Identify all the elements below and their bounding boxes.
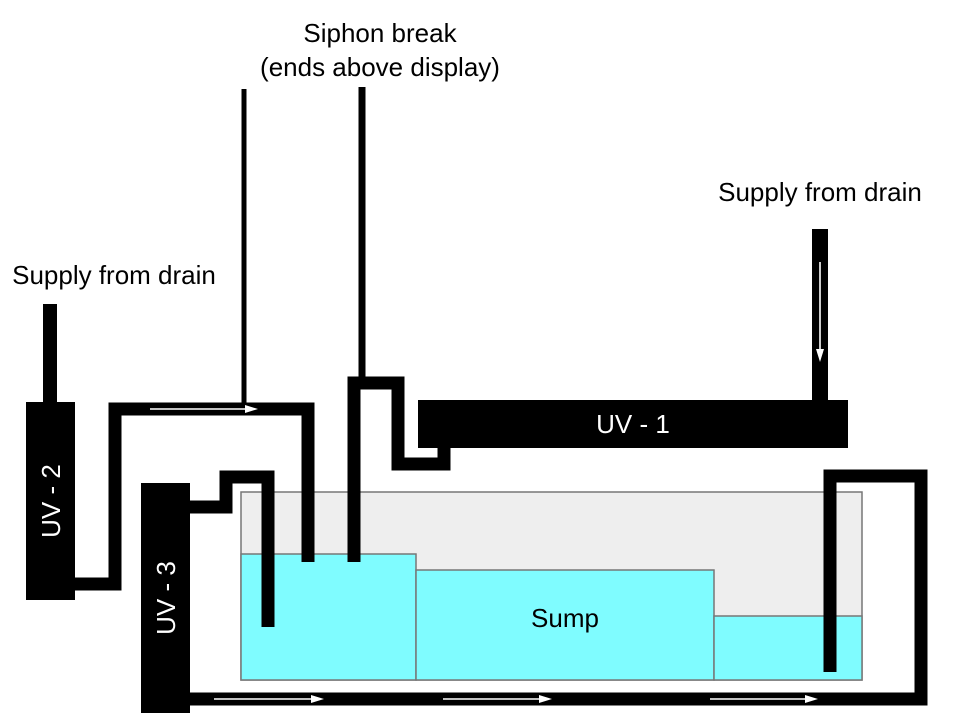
uv-2-body — [26, 402, 75, 600]
flow-arrow-bottom-1 — [214, 695, 324, 703]
uv-3-outlet-pipe — [190, 470, 275, 627]
siphon-break-note: (ends above display) — [260, 52, 500, 82]
uv-1-label: UV - 1 — [596, 409, 670, 439]
flow-arrow-bottom-3 — [710, 695, 818, 703]
flow-arrow-bottom-2 — [443, 695, 552, 703]
siphon-break-label: Siphon break — [303, 18, 457, 48]
uv-2-outlet-pipe — [75, 402, 315, 591]
uv-1-body — [418, 400, 848, 448]
sump-label: Sump — [531, 603, 599, 633]
uv-3-label: UV - 3 — [151, 561, 181, 635]
sump-chamber-middle-water — [415, 569, 715, 681]
flow-arrow-uv1-supply — [816, 262, 824, 362]
pipes — [43, 87, 928, 706]
supply-from-drain-left-label: Supply from drain — [12, 260, 216, 290]
sump: Sump — [240, 491, 863, 681]
uv-2-unit: UV - 2 — [26, 402, 75, 600]
flow-arrow-uv2-top — [150, 405, 258, 413]
flow-arrows — [150, 262, 824, 703]
sump-chamber-right-water — [713, 615, 863, 681]
uv-3-feed-pipe — [190, 469, 928, 706]
uv-2-label: UV - 2 — [36, 464, 66, 538]
supply-from-drain-right-label: Supply from drain — [718, 177, 922, 207]
uv-3-body — [141, 483, 190, 713]
uv-3-unit: UV - 3 — [141, 483, 190, 713]
uv-1-return-pipe — [347, 376, 451, 562]
uv-1-unit: UV - 1 — [418, 400, 848, 448]
